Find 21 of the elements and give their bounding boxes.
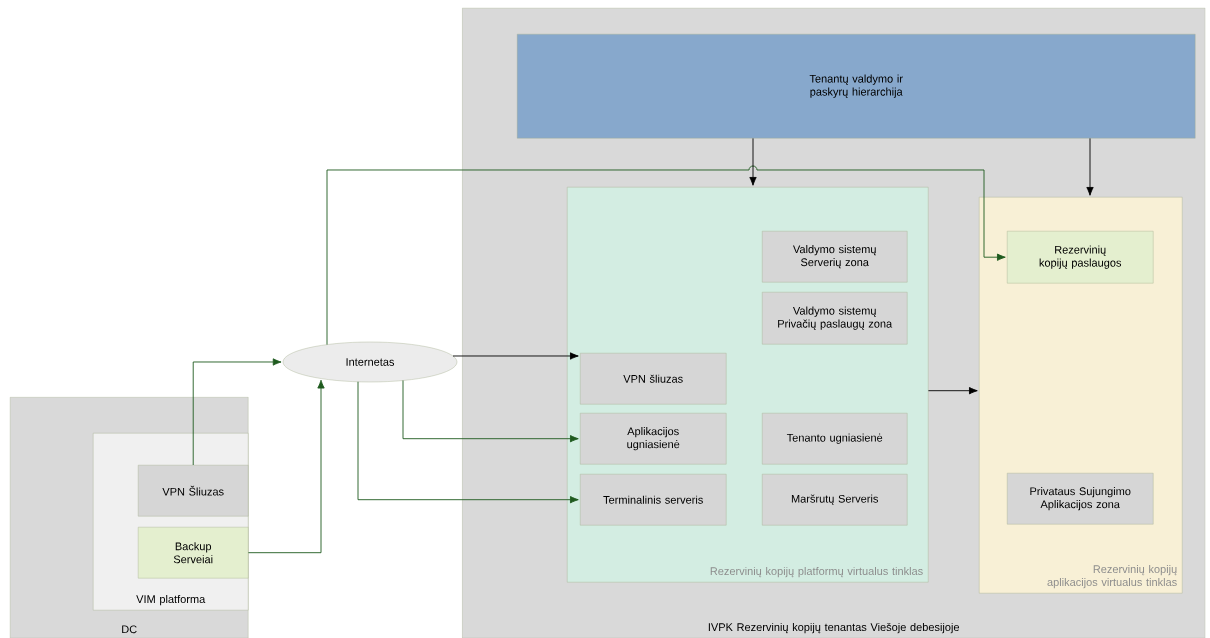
zone-box: Valdymo sistemų Privačių paslaugų zona (762, 292, 908, 345)
arrow (452, 352, 579, 360)
management-box: Tenantų valdymo ir paskyrų hierarchija (517, 34, 1196, 139)
server-box: VPN šliuzas (580, 353, 727, 405)
arrow (247, 379, 325, 554)
arrow (402, 380, 579, 443)
server-box: Terminalinis serveris (580, 474, 727, 526)
arrow (357, 381, 579, 504)
service-box: Rezervinių kopijų paslaugos (1007, 231, 1154, 284)
server-box: Maršrutų Serveris (762, 474, 908, 526)
arrow (1086, 137, 1094, 196)
arrow (749, 137, 757, 186)
firewall-box: Tenanto ugniasienė (762, 413, 908, 465)
arrow (326, 165, 1006, 346)
firewall-box: Aplikacijos ugniasienė (580, 413, 727, 465)
server-box: VPN Šliuzas (138, 465, 249, 517)
arrow (192, 358, 282, 466)
zone-box: Privataus Sujungimo Aplikacijos zona (1007, 473, 1154, 525)
server-box: Backup Serveiai (138, 527, 249, 579)
zone-box: Valdymo sistemų Serverių zona (762, 231, 908, 283)
arrow (927, 387, 978, 395)
